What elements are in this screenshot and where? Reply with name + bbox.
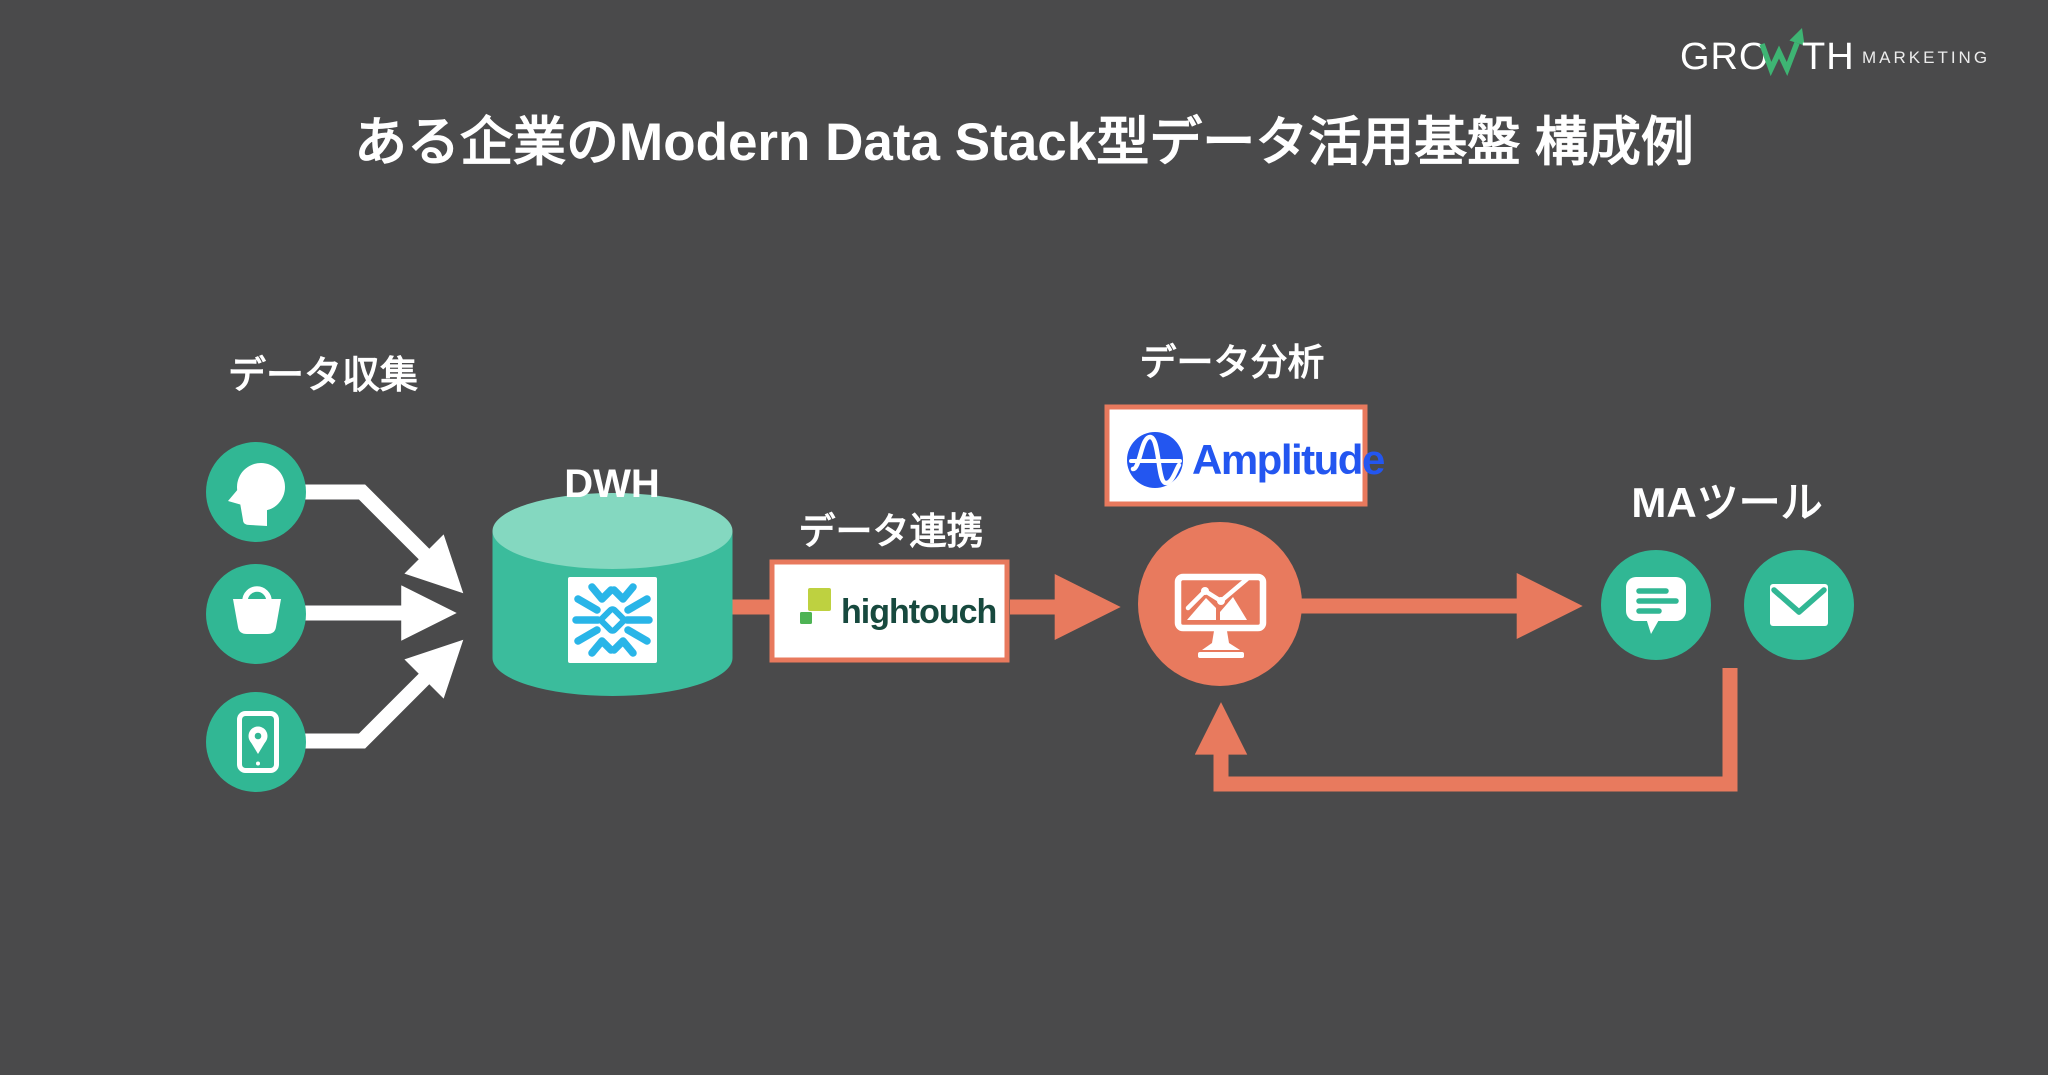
growth-arrow-icon: [1759, 28, 1805, 77]
ma-circle-chat: [1601, 550, 1711, 660]
ma-circle-mail: [1744, 550, 1854, 660]
logo-text-gro: GRO: [1680, 36, 1770, 78]
label-dwh: DWH: [564, 462, 660, 506]
feedback-loop-arrow: [1194, 668, 1738, 792]
chat-bubble-icon: [1626, 577, 1686, 634]
analysis-circle: [1138, 522, 1302, 686]
hightouch-box: hightouch: [769, 559, 1010, 663]
label-data-integration: データ連携: [799, 510, 984, 552]
source-circle-mobile: [206, 692, 306, 792]
amplitude-wordmark: Amplitude: [1192, 436, 1384, 483]
growth-marketing-logo: GRO TH MARKETING: [1680, 28, 1990, 78]
arrow-source-top: [303, 484, 464, 594]
hightouch-logo-icon: [800, 588, 831, 624]
label-data-analysis: データ分析: [1140, 341, 1325, 383]
amplitude-logo-icon: [1127, 432, 1183, 488]
amplitude-box: Amplitude: [1104, 404, 1385, 507]
label-data-collection: データ収集: [228, 354, 418, 397]
person-head-icon: [228, 463, 285, 526]
arrow-source-bottom: [303, 639, 464, 749]
page-title: ある企業のModern Data Stack型データ活用基盤 構成例: [354, 113, 1694, 172]
label-ma-tools: MAツール: [1631, 479, 1822, 526]
logo-text-th: TH: [1802, 36, 1855, 78]
email-envelope-icon: [1770, 584, 1828, 626]
logo-text-marketing: MARKETING: [1862, 48, 1990, 67]
snowflake-logo-icon: [568, 577, 657, 663]
monitor-chart-icon: [1174, 573, 1267, 658]
source-to-dwh-arrows: [303, 484, 464, 749]
hightouch-wordmark: hightouch: [841, 593, 996, 631]
shopping-bag-icon: [233, 586, 281, 634]
stage-labels: データ収集 DWH データ連携 データ分析 MAツール: [228, 341, 1823, 552]
mobile-location-icon: [237, 711, 279, 773]
dwh-cylinder: [492, 493, 733, 696]
source-circle-commerce: [206, 564, 306, 664]
source-circle-web: [206, 442, 306, 542]
